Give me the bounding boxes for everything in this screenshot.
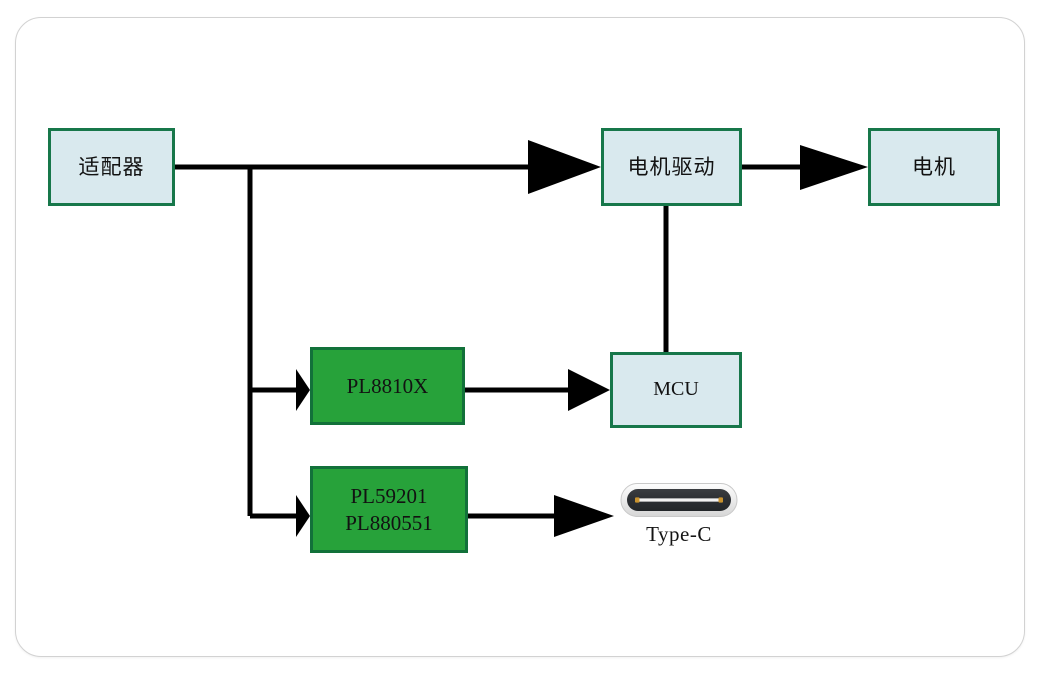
node-motor-label: 电机 (912, 154, 956, 179)
usb-type-c-connector-icon (620, 483, 738, 517)
node-pl59201-label: PL59201 PL880551 (345, 483, 433, 535)
typec-label: Type-C (646, 522, 712, 546)
node-adapter-label: 适配器 (78, 154, 145, 179)
node-adapter[interactable]: 适配器 (48, 128, 175, 206)
node-pl8810x-label: PL8810X (346, 373, 429, 398)
node-mcu-label: MCU (653, 378, 699, 401)
node-motor-driver[interactable]: 电机驱动 (601, 128, 742, 206)
arrowhead-pl8810x (296, 369, 310, 411)
arrowhead-typec (554, 495, 614, 537)
node-pl59201[interactable]: PL59201 PL880551 (310, 466, 468, 553)
node-motor-driver-label: 电机驱动 (627, 154, 716, 179)
node-mcu[interactable]: MCU (610, 352, 742, 428)
typec-connector-group[interactable]: Type-C (620, 482, 742, 560)
arrowhead-motor (800, 145, 868, 190)
arrowhead-pl59201 (296, 495, 310, 537)
arrowhead-mcu (568, 369, 610, 411)
node-motor[interactable]: 电机 (868, 128, 1000, 206)
node-pl8810x[interactable]: PL8810X (310, 347, 465, 425)
diagram-card (15, 17, 1025, 657)
arrowhead-motor-driver (528, 140, 601, 194)
